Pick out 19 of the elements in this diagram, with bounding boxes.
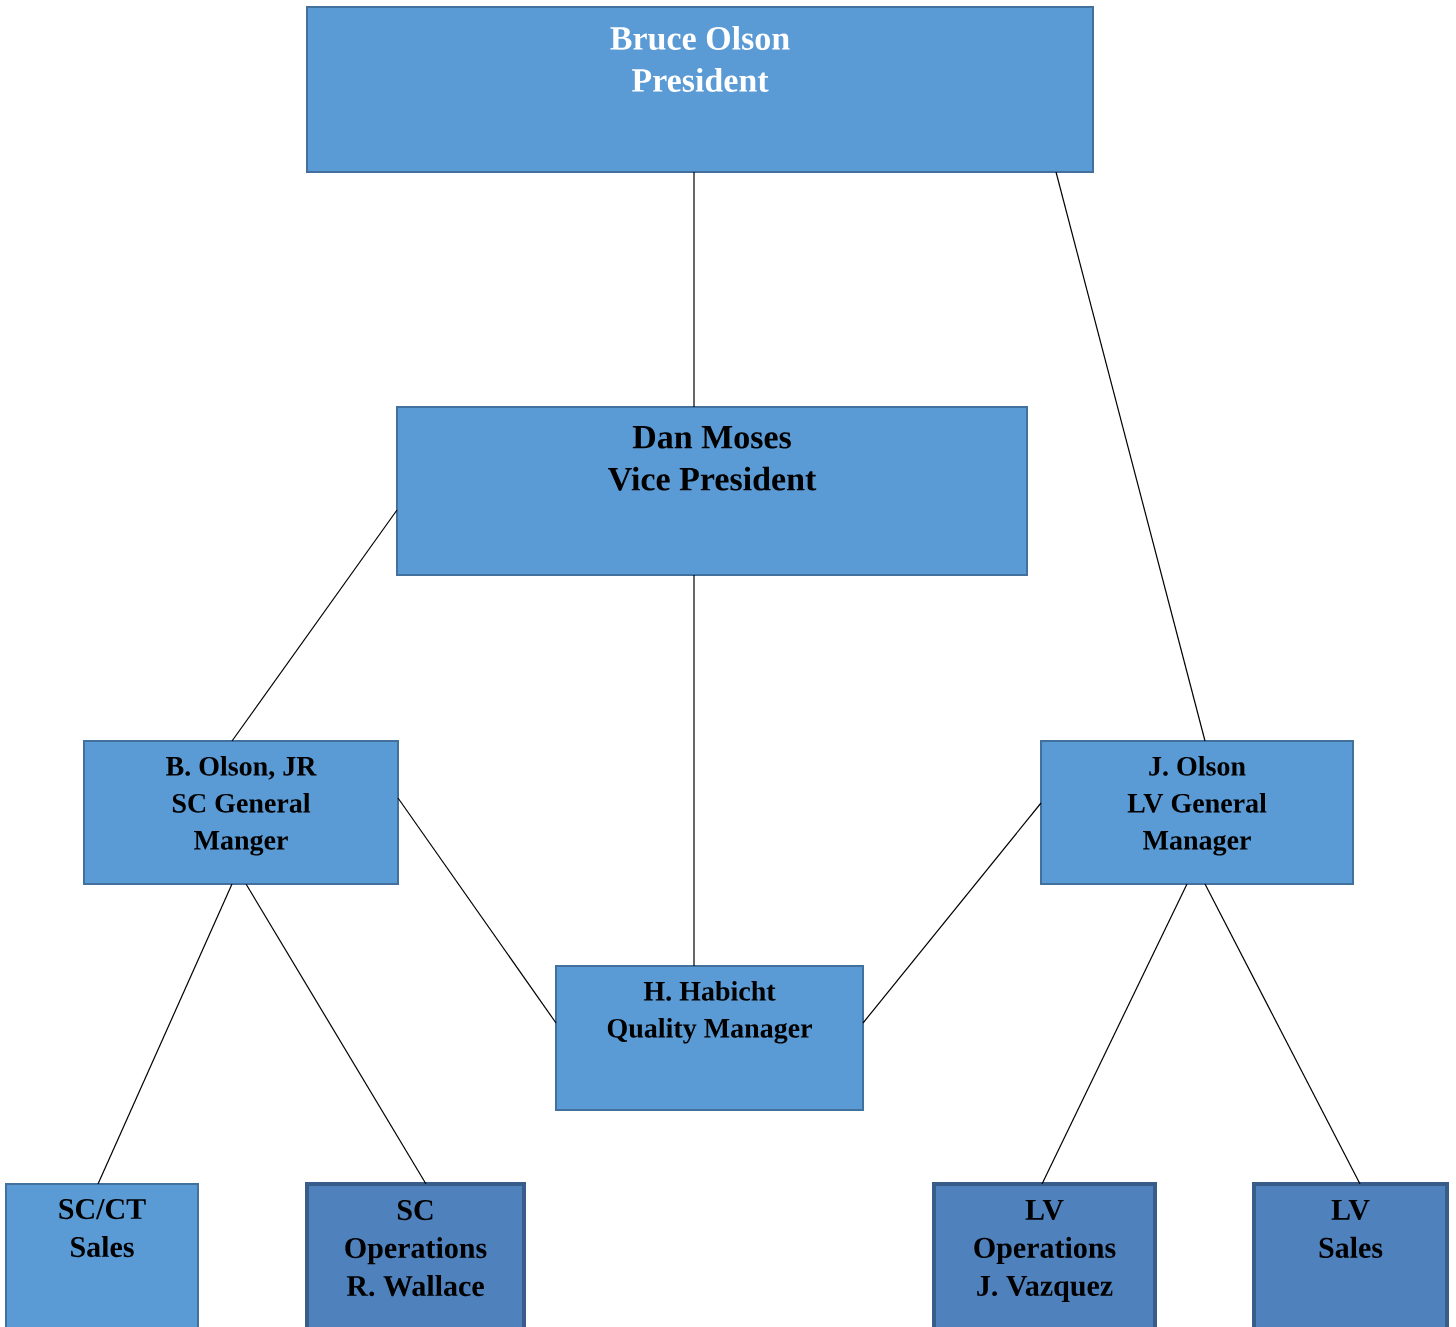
connector-line	[231, 509, 398, 742]
org-box: SC Operations R. Wallace	[305, 1182, 526, 1327]
connector-line	[693, 171, 695, 408]
connector-line	[693, 574, 695, 967]
org-box: LV Operations J. Vazquez	[932, 1182, 1157, 1327]
org-box: B. Olson, JR SC General Manger	[83, 740, 399, 885]
connector-line	[1204, 883, 1361, 1185]
connector-line	[1055, 171, 1206, 742]
connector-line	[245, 883, 427, 1185]
connector-line	[97, 883, 233, 1185]
connector-line	[1041, 883, 1188, 1185]
org-box: SC/CT Sales	[5, 1183, 199, 1327]
org-box: H. Habicht Quality Manager	[555, 965, 864, 1111]
org-box: J. Olson LV General Manager	[1040, 740, 1354, 885]
connector-line	[397, 797, 557, 1024]
org-box: Bruce Olson President	[306, 6, 1094, 173]
connector-line	[862, 802, 1042, 1024]
org-box: Dan Moses Vice President	[396, 406, 1028, 576]
org-box: LV Sales	[1252, 1182, 1449, 1327]
